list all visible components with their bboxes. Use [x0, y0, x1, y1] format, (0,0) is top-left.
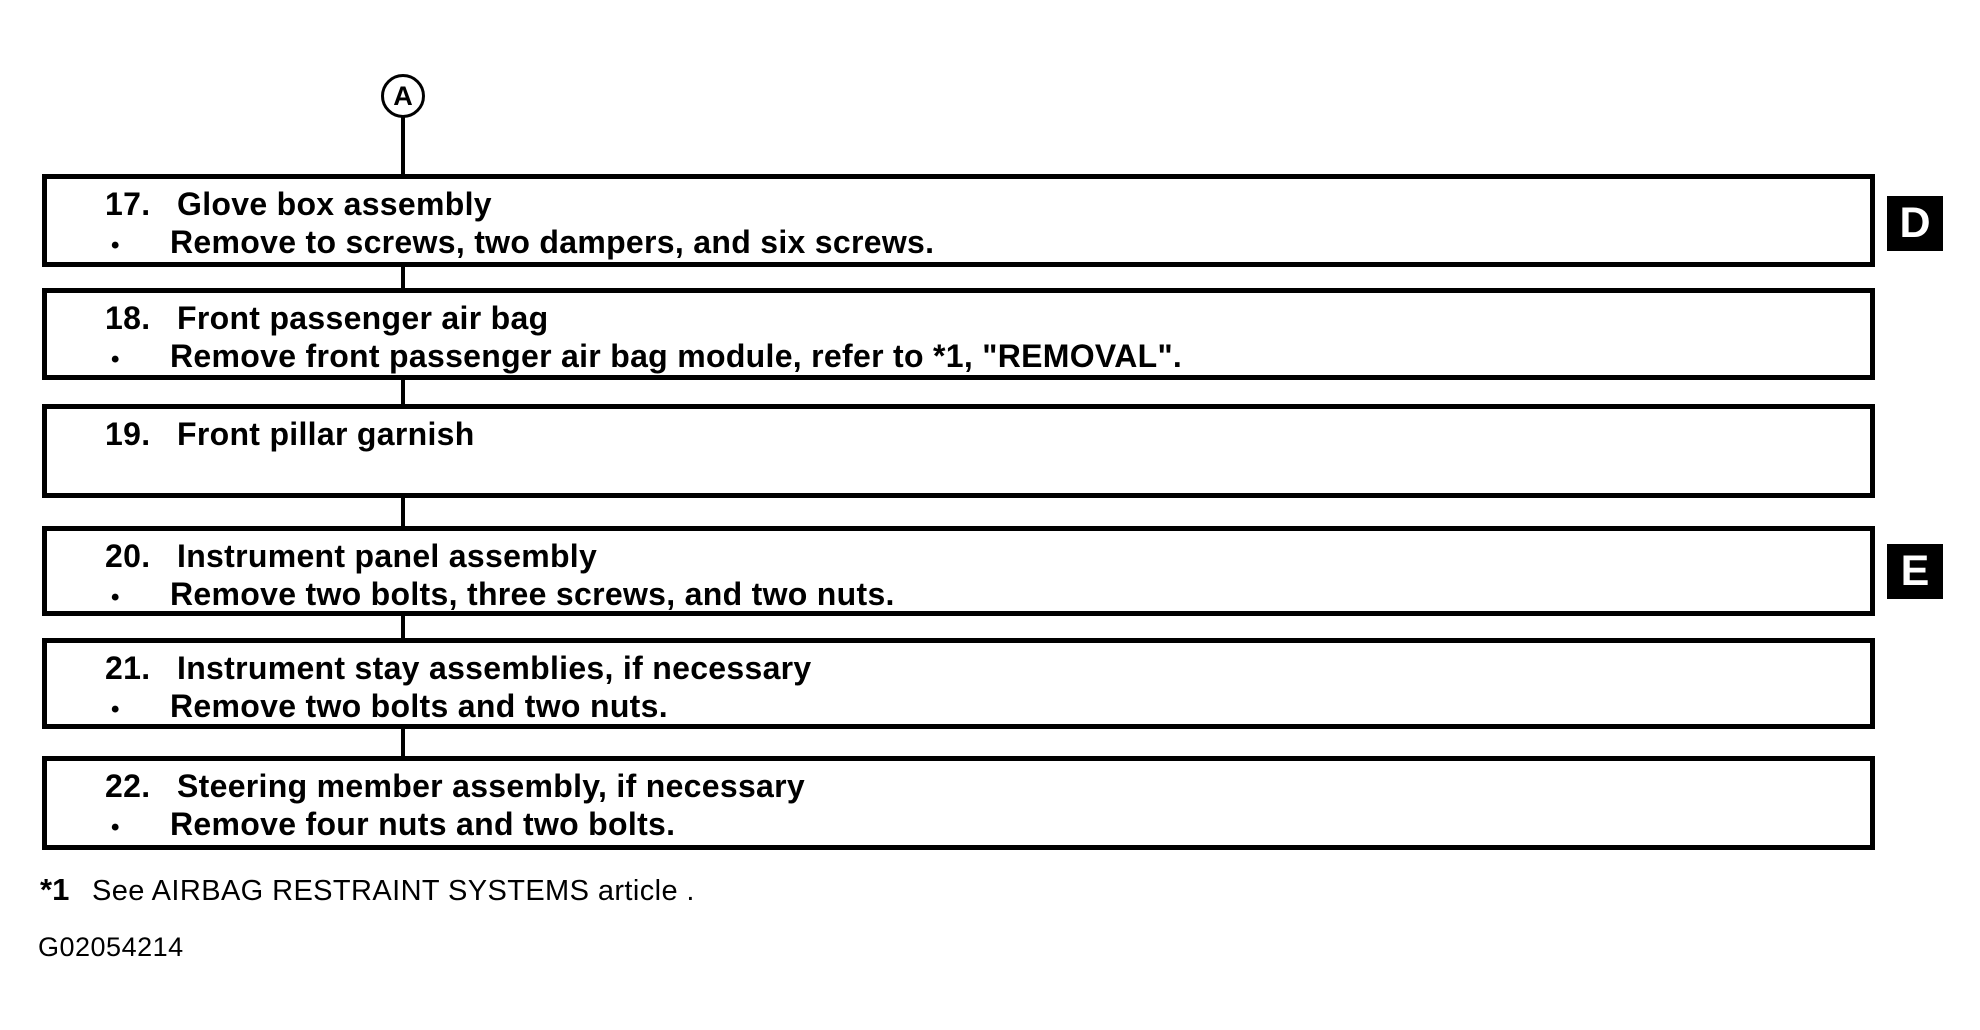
step-number: 18.	[105, 300, 151, 336]
step-title-row: 20. Instrument panel assembly	[47, 537, 1870, 575]
bullet-icon: •	[111, 814, 120, 841]
step-title: Front passenger air bag	[177, 300, 549, 336]
figure-id: G02054214	[38, 932, 184, 962]
step-box-22: 22. Steering member assembly, if necessar…	[42, 756, 1875, 850]
step-number: 20.	[105, 538, 151, 574]
step-title-row: 19. Front pillar garnish	[47, 415, 1870, 453]
step-detail: Remove two bolts and two nuts.	[170, 688, 668, 724]
section-marker-d: D	[1887, 196, 1943, 251]
footnote-text: See AIRBAG RESTRAINT SYSTEMS article .	[92, 875, 695, 907]
step-detail-row: • Remove four nuts and two bolts.	[47, 805, 1870, 847]
bullet-icon: •	[111, 696, 120, 723]
step-title: Steering member assembly, if necessary	[177, 768, 806, 804]
step-title-row: 21. Instrument stay assemblies, if necess…	[47, 649, 1870, 687]
step-box-21: 21. Instrument stay assemblies, if necess…	[42, 638, 1875, 729]
footnote: *1 See AIRBAG RESTRAINT SYSTEMS article .	[40, 872, 695, 908]
step-title-row: 22. Steering member assembly, if necessar…	[47, 767, 1870, 805]
step-detail-row: • Remove two bolts and two nuts.	[47, 687, 1870, 729]
step-box-18: 18. Front passenger air bag • Remove front…	[42, 288, 1875, 380]
connector-node-a: A	[381, 74, 425, 118]
section-marker-d-label: D	[1899, 199, 1931, 247]
step-detail: Remove front passenger air bag module, r…	[170, 338, 1183, 374]
step-title-row: 18. Front passenger air bag	[47, 299, 1870, 337]
step-detail: Remove two bolts, three screws, and two …	[170, 576, 895, 612]
step-number: 17.	[105, 186, 151, 222]
step-box-19: 19. Front pillar garnish	[42, 404, 1875, 498]
step-detail-row: • Remove front passenger air bag module, …	[47, 337, 1870, 379]
section-marker-e-label: E	[1900, 547, 1930, 595]
step-title: Instrument stay assemblies, if necessary	[177, 650, 812, 686]
bullet-icon: •	[111, 584, 120, 611]
step-title: Front pillar garnish	[177, 416, 475, 452]
step-detail-row: • Remove to screws, two dampers, and six …	[47, 223, 1870, 265]
bullet-icon: •	[111, 346, 120, 373]
bullet-icon: •	[111, 232, 120, 259]
step-title: Instrument panel assembly	[177, 538, 598, 574]
connector-node-label: A	[393, 80, 413, 111]
step-box-20: 20. Instrument panel assembly • Remove two…	[42, 526, 1875, 616]
step-number: 22.	[105, 768, 151, 804]
section-marker-e: E	[1887, 544, 1943, 599]
step-title: Glove box assembly	[177, 186, 492, 222]
step-number: 21.	[105, 650, 151, 686]
step-box-17: 17. Glove box assembly • Remove to screws,…	[42, 174, 1875, 267]
step-title-row: 17. Glove box assembly	[47, 185, 1870, 223]
step-detail: Remove to screws, two dampers, and six s…	[170, 224, 935, 260]
footnote-ref: *1	[40, 872, 70, 907]
step-detail-row: • Remove two bolts, three screws, and two…	[47, 575, 1870, 617]
step-number: 19.	[105, 416, 151, 452]
step-detail: Remove four nuts and two bolts.	[170, 806, 676, 842]
